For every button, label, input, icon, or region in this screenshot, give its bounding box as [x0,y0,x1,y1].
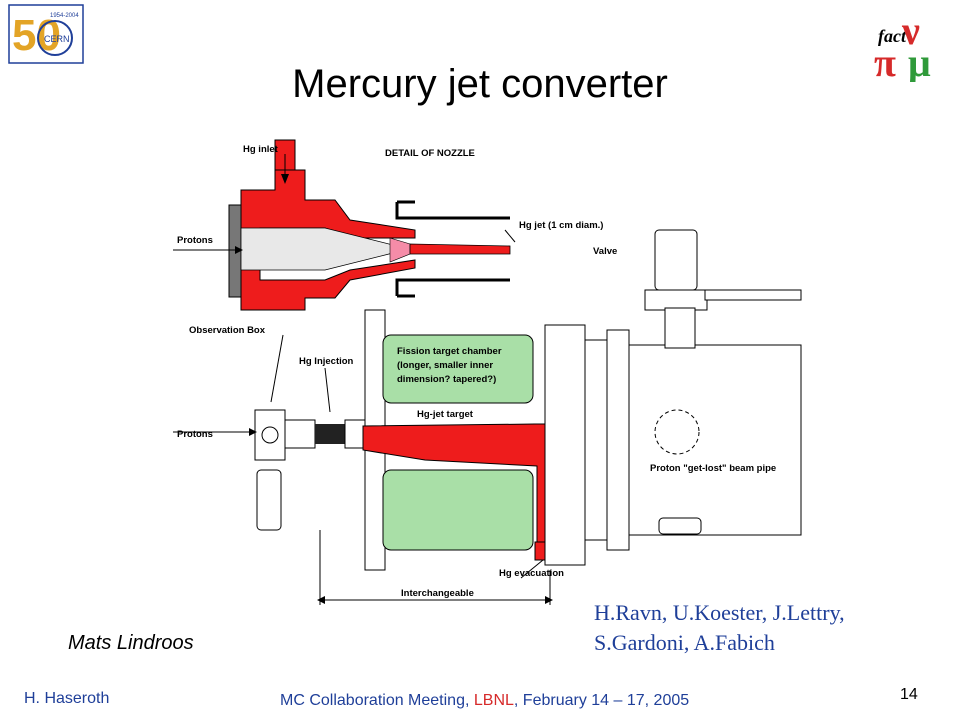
nu-symbol-icon: ν [901,8,920,53]
footer-meeting-date: , February 14 – 17, 2005 [513,692,690,709]
label-hg-evacuation: Hg evacuation [499,568,564,579]
hg-jet-leader [504,229,516,243]
hg-evacuation-leader [520,559,544,579]
logo-fifty-text: 50 [12,11,61,60]
hg-jet-stream [409,243,511,255]
label-hg-inlet: Hg inlet [243,144,279,155]
nozzle-detail [173,139,516,311]
label-fission-chamber-line3: dimension? tapered?) [397,374,496,385]
beam-pipe-port-icon [654,409,700,455]
hg-inlet-arrowhead [281,174,289,184]
mercury-jet-diagram: Hg inlet DETAIL OF NOZZLE Protons Hg jet… [173,139,802,605]
logo-cern-text: CERN [44,34,70,44]
dimension-arrow-left [317,596,325,604]
mu-symbol-icon: μ [908,40,931,82]
actuator-rod [704,289,802,301]
hg-injection-leader [324,367,331,413]
footer-meeting-prefix: MC Collaboration Meeting, [280,692,474,709]
author-name: Mats Lindroos [68,632,194,654]
valve-actuator-base [644,289,708,311]
beam-pipe [628,344,802,536]
assembly [173,229,802,605]
nozzle-housing-lines [395,200,510,298]
valve-flange [544,324,586,566]
label-observation-box: Observation Box [189,325,266,336]
cern-50-logo: 50 CERN 1954-2004 [8,4,84,64]
observation-box-leader [270,334,284,403]
label-protons-bottom: Protons [177,429,213,440]
valve-actuator [654,229,698,291]
bellows [584,339,608,541]
protons-arrowhead-top [235,246,243,254]
lower-fitting [256,469,282,531]
credits-line-1: H.Ravn, U.Koester, J.Lettry, [594,600,845,625]
label-hg-injection: Hg Injection [299,356,354,367]
nufact-logo: fact ν π μ [874,8,931,82]
logo-fact-text: fact [878,26,907,46]
logo-years-text: 1954-2004 [50,13,79,19]
label-fission-chamber-line2: (longer, smaller inner [397,360,493,371]
pi-symbol-icon: π [874,40,896,82]
fission-chamber-lower [382,469,534,551]
credits-line-2: S.Gardoni, A.Fabich [594,630,775,655]
fission-chamber-upper [382,334,534,404]
dimension-arrow-right [545,596,553,604]
page-title: Mercury jet converter [292,62,668,106]
footer-meeting-venue: LBNL [473,692,514,709]
label-detail-of-nozzle: DETAIL OF NOZZLE [385,148,475,159]
injection-collar [315,424,345,444]
label-hg-jet: Hg jet (1 cm diam.) [519,220,603,231]
label-interchangeable: Interchangeable [401,588,474,599]
observation-window-icon [261,426,279,444]
label-valve: Valve [593,246,617,257]
footer-presenter: H. Haseroth [24,690,110,707]
protons-arrowhead-bottom [249,428,257,436]
bottom-support [658,517,702,535]
footer-meeting: MC Collaboration Meeting, LBNL, February… [280,692,689,710]
injection-valve-body [344,419,366,449]
credits-block: H.Ravn, U.Koester, J.Lettry, S.Gardoni, … [594,598,845,658]
nozzle-tip-pink [389,237,411,263]
pipe-flange [606,329,630,551]
label-beam-pipe: Proton "get-lost" beam pipe [650,463,776,474]
injection-coupler [284,419,316,449]
label-fission-chamber-line1: Fission target chamber [397,346,502,357]
valve-stem [664,307,696,349]
page-number: 14 [900,686,918,703]
label-protons-top: Protons [177,235,213,246]
label-hg-jet-target: Hg-jet target [417,409,474,420]
